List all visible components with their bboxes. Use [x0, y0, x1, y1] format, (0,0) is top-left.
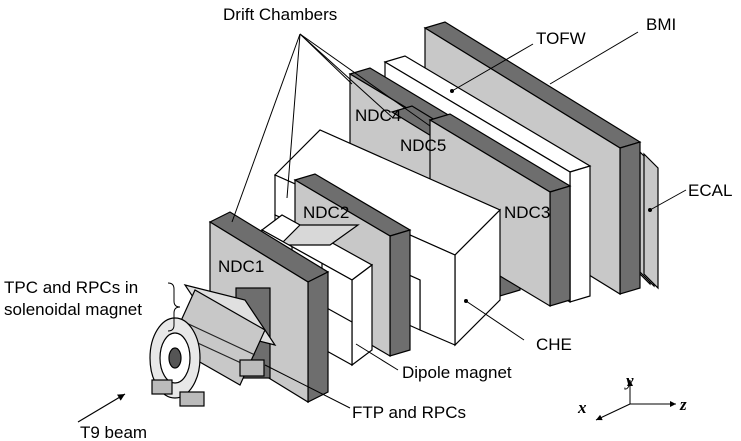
ndc4-label: NDC4 [355, 106, 401, 125]
ndc3-label: NDC3 [504, 203, 550, 222]
drift-chamber-leaders [231, 33, 431, 223]
tofw-leader [451, 43, 534, 92]
y-axis-label: y [624, 371, 634, 390]
ndc1-label: NDC1 [218, 257, 264, 276]
tpc-label-line2: solenoidal magnet [4, 300, 142, 319]
ecal-leader [649, 189, 687, 211]
ftp-leader [264, 364, 351, 409]
bmi-label: BMI [646, 15, 676, 34]
tofw-label: TOFW [536, 29, 586, 48]
label-leaders [264, 31, 687, 409]
ndc5-label: NDC5 [400, 136, 446, 155]
ndc2-label: NDC2 [303, 203, 349, 222]
coordinate-axes [595, 380, 676, 421]
che-leader [465, 300, 525, 341]
tpc-brace [167, 282, 181, 332]
dipole-leader [355, 343, 399, 371]
x-axis-label: x [577, 398, 587, 417]
dipole-magnet-label: Dipole magnet [402, 363, 512, 382]
che-label: CHE [536, 335, 572, 354]
t9-beam-label: T9 beam [80, 423, 147, 441]
beam-arrow [77, 393, 126, 423]
bmi-leader [549, 31, 639, 85]
tpc-solenoid [149, 284, 277, 407]
ecal-label: ECAL [688, 181, 732, 200]
ftp-rpcs-label: FTP and RPCs [352, 403, 466, 422]
z-axis-label: z [679, 395, 687, 414]
tpc-label-line1: TPC and RPCs in [4, 278, 138, 297]
drift-chambers-label: Drift Chambers [223, 5, 337, 24]
